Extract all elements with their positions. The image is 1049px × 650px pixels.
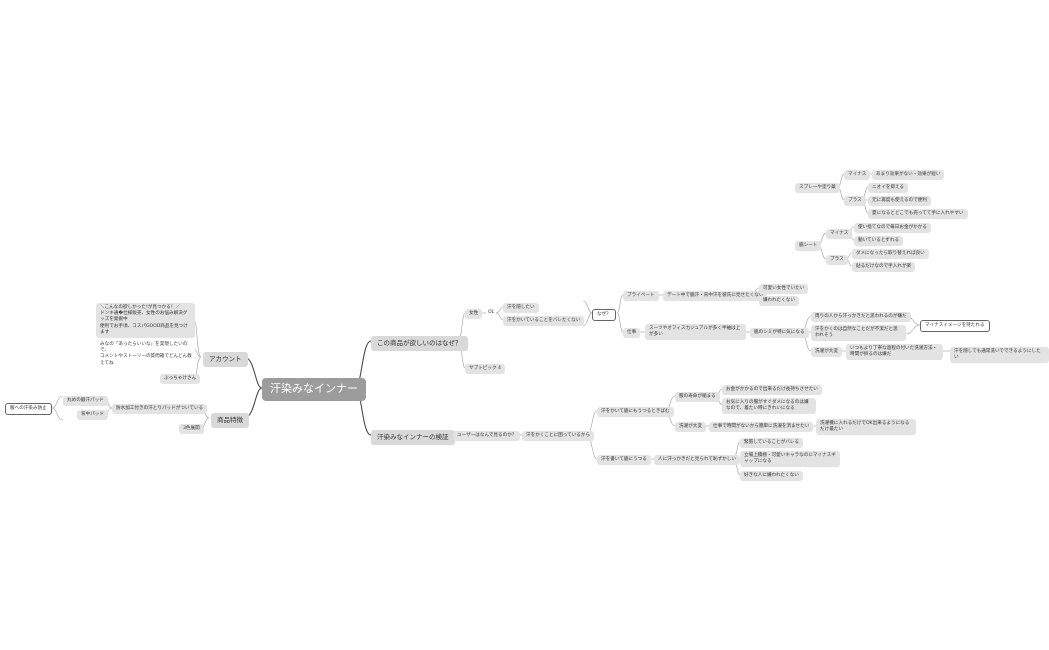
why-want-secret[interactable]: 汗をかいていることをバレたくない [503, 316, 585, 327]
topic-account[interactable]: アカウント [203, 352, 248, 367]
spray-plus[interactable]: プラス [844, 196, 866, 207]
verify-wash-branch[interactable]: 洗濯が大変 [675, 422, 706, 433]
why-wash-need[interactable]: 汗を隠しても通常洗いでできるようにしたい [950, 347, 1049, 364]
why-naze[interactable]: なぜ？ [592, 309, 616, 322]
spray-minus-1[interactable]: あまり効果がない・効果が短い [872, 170, 945, 181]
verify-shame-2[interactable]: 立場上積極・可愛いキャラなのにマイナスギャップになる [740, 451, 840, 468]
spray-minus[interactable]: マイナス [844, 170, 871, 181]
spray-plus-1[interactable]: ニオイを抑える [868, 183, 909, 194]
product-colors[interactable]: 3色展開 [179, 424, 204, 435]
why-subtopic-4[interactable]: サブトピック 4 [465, 364, 505, 375]
spray-plus-2[interactable]: 元に再度も使えるので便利 [868, 196, 931, 207]
verify-lifespan-2[interactable]: お気に入りの服がすぐダメになるのは嫌なので、着たい時にきれいになる [722, 398, 816, 415]
spray[interactable]: スプレーや塗り薬 [795, 183, 840, 194]
why-work[interactable]: 仕事 [623, 328, 641, 339]
verify-wash-time[interactable]: 仕事で時間がないから簡単に洗濯を済ませたい [709, 422, 814, 433]
sheet-minus-2[interactable]: 動いているとずれる [854, 236, 904, 247]
verify-answer[interactable]: 汗をかくことに困っているから [522, 431, 595, 442]
why-woman[interactable]: 女性 [465, 309, 483, 320]
account-name[interactable]: ぶっちゃけさん [160, 374, 201, 385]
sheet-plus-2[interactable]: 貼るだけなので手入れが楽 [852, 262, 916, 273]
topic-why-want[interactable]: この商品が欲しいのはなぜ？ [371, 336, 468, 351]
why-office[interactable]: スーツやオフィスカジュアルが多く半袖は上が多い [645, 324, 746, 341]
why-armpit-stain[interactable]: 脇のシミが特に気になる [750, 328, 809, 339]
why-wash-note[interactable]: いつもより丁寧な過程の付いた洗濯方法・時間が掛るのは嫌だ [846, 344, 943, 361]
verify-lifespan[interactable]: 服の寿命が縮まる [675, 392, 720, 403]
product-feature[interactable]: 防水加工付きの汗とりパッドがついている [112, 404, 208, 415]
verify-shame-3[interactable]: 好きな人に嫌われたくない [740, 471, 803, 482]
why-wash[interactable]: 洗濯が大変 [811, 347, 842, 358]
sheet-minus-1[interactable]: 使い捨てなので毎日お金がかかる [854, 223, 931, 234]
verify-shame-1[interactable]: 緊張していることがバレる [740, 438, 803, 449]
verify-question[interactable]: ユーザーはなんで見るのか？ [453, 431, 521, 442]
why-ol[interactable]: OL [486, 309, 497, 318]
product-pad-back[interactable]: 背中パッド [77, 410, 108, 421]
verify-armpit-branch[interactable]: 汗をかいて脇にもうつるときばむ [597, 407, 674, 418]
why-want-hide[interactable]: 汗を隠したい [503, 303, 539, 314]
verify-visible-branch[interactable]: 汗を書いて脇にうつる [597, 455, 651, 466]
product-benefit[interactable]: 服への汗染み防止 [5, 403, 52, 416]
why-cute[interactable]: 可愛い女性でいたい [759, 284, 809, 295]
why-date[interactable]: デート中で脇汗・背中汗を彼氏に見せたくない [663, 291, 768, 302]
spray-plus-3[interactable]: 夏になるとどこでも売ってて手に入れやすい [868, 209, 968, 220]
why-private[interactable]: プライベート [623, 291, 659, 302]
account-ask[interactable]: みなの「あったらいいな」を実現したいので、 コメントやストーリーの質問箱でどんど… [98, 341, 195, 368]
account-intro[interactable]: ＼こんなの欲しかった!が見つかる！／ ドンキ通�仕様販売、女性のお悩み解決グッズ… [96, 303, 195, 338]
why-worry-sweaty[interactable]: 周りの人から汗っかきだと思われるのが嫌だ [811, 312, 911, 323]
sheet-minus[interactable]: マイナス [826, 229, 853, 240]
why-worry-unclean[interactable]: 汗をかくのは自然なことだが不潔だと思われそう [811, 325, 906, 342]
sheet-plus[interactable]: プラス [826, 255, 848, 266]
verify-wash-solve[interactable]: 洗濯機に入れるだけでOK出来るようになるだけ最たい [816, 419, 916, 436]
topic-product[interactable]: 商品特徴 [211, 413, 249, 428]
sheet[interactable]: 脇シート [795, 241, 822, 252]
topic-verify[interactable]: 汗染みなインナーの検証 [371, 430, 455, 445]
product-pad-armpit[interactable]: 丸めの脇汗パッド [63, 396, 108, 407]
verify-shame[interactable]: 人に汗っかきだと見られて恥ずかしい [654, 455, 740, 466]
why-negative-image[interactable]: マイナスイメージを持たれる [920, 320, 990, 333]
why-not-hated[interactable]: 嫌われたくない [759, 296, 799, 307]
sheet-plus-1[interactable]: ダメになったら取り替えれば良い [852, 249, 929, 260]
root-topic[interactable]: 汗染みなインナー [262, 378, 366, 401]
verify-lifespan-1[interactable]: お金がかかるので出来るだけ長持ちさせたい [722, 385, 822, 396]
